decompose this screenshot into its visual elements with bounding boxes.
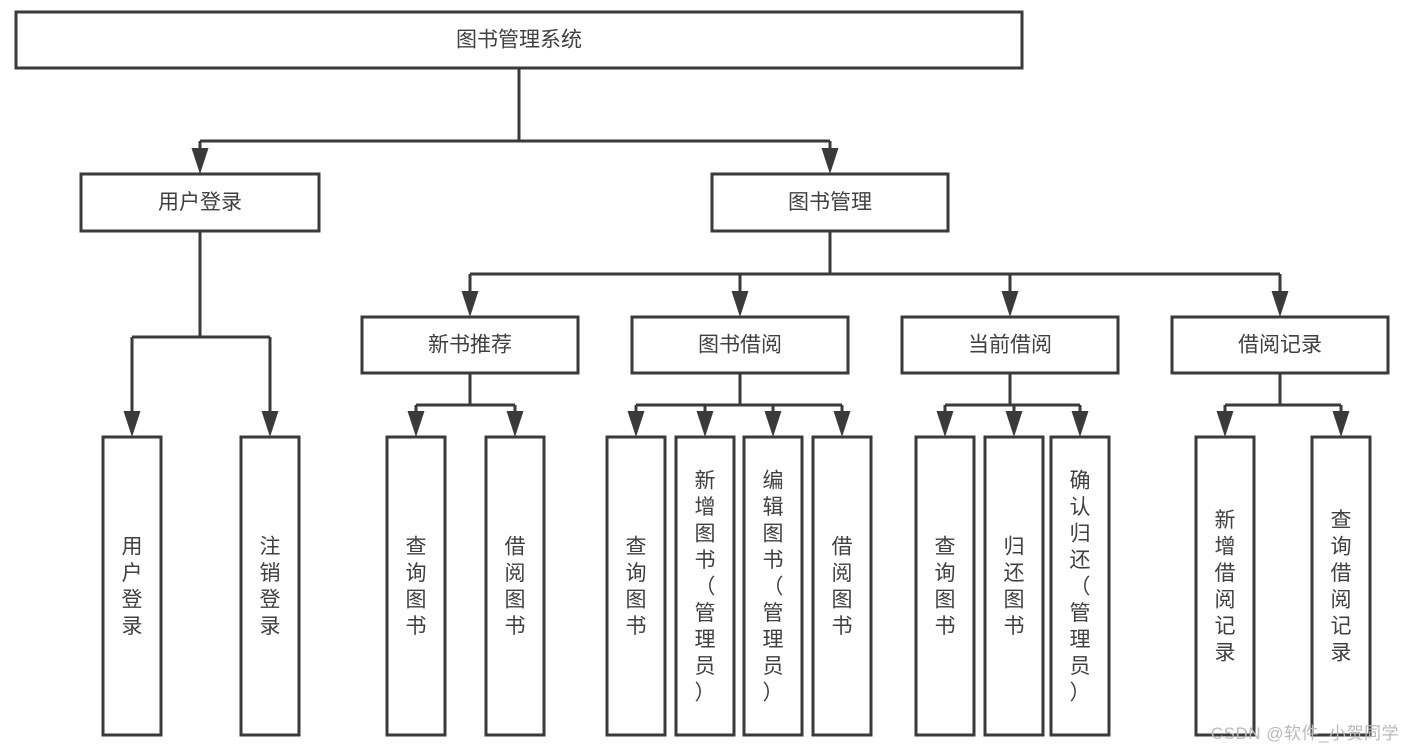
arrow-head-icon — [191, 148, 209, 174]
arrow-head-icon — [1271, 291, 1289, 317]
node-leaf-query-record[interactable]: 查询借阅记录 — [1310, 435, 1372, 737]
node-box[interactable] — [1170, 315, 1390, 375]
connector-group-root-to-level1 — [191, 68, 839, 174]
node-label: 编辑图书（管理员） — [763, 469, 784, 704]
node-box[interactable] — [710, 172, 950, 233]
node-leaf-add-book[interactable]: 新增图书（管理员） — [674, 435, 736, 737]
node-leaf-confirm-return[interactable]: 确认归还（管理员） — [1049, 435, 1111, 737]
node-label: 确认归还（管理员） — [1070, 469, 1091, 704]
node-book-borrow[interactable]: 图书借阅 — [630, 315, 850, 375]
connector-group-newbook-to-leaves — [407, 373, 524, 437]
node-label: 用户登录 — [158, 191, 242, 214]
node-box[interactable] — [630, 315, 850, 375]
arrow-head-icon — [123, 411, 141, 437]
node-book-manage[interactable]: 图书管理 — [710, 172, 950, 233]
node-box[interactable] — [360, 315, 580, 375]
node-label: 当前借阅 — [968, 334, 1052, 357]
arrow-head-icon — [627, 411, 645, 437]
arrow-head-icon — [833, 411, 851, 437]
arrow-head-icon — [1005, 411, 1023, 437]
arrow-head-icon — [731, 291, 749, 317]
node-borrow-record[interactable]: 借阅记录 — [1170, 315, 1390, 375]
node-box[interactable] — [900, 315, 1120, 375]
node-label: 借阅记录 — [1238, 334, 1322, 357]
arrow-head-icon — [696, 411, 714, 437]
node-label: 注销登录 — [260, 536, 281, 639]
arrow-head-icon — [461, 291, 479, 317]
node-box[interactable] — [914, 435, 976, 737]
arrow-head-icon — [1216, 411, 1234, 437]
node-box[interactable] — [811, 435, 873, 737]
node-box[interactable] — [1194, 435, 1256, 737]
node-label: 查询图书 — [935, 536, 956, 639]
connector-group-bookmanage-to-level2 — [461, 231, 1289, 317]
arrow-head-icon — [821, 148, 839, 174]
node-new-book-rec[interactable]: 新书推荐 — [360, 315, 580, 375]
node-label: 图书管理 — [788, 191, 872, 214]
node-leaf-query-book-2[interactable]: 查询图书 — [605, 435, 667, 737]
arrow-head-icon — [261, 411, 279, 437]
node-current-borrow[interactable]: 当前借阅 — [900, 315, 1120, 375]
connector-group-userlogin-to-leaves — [123, 231, 279, 437]
node-label: 查询图书 — [406, 536, 427, 639]
node-label: 借阅图书 — [832, 536, 853, 639]
node-box[interactable] — [101, 435, 163, 737]
node-leaf-edit-book[interactable]: 编辑图书（管理员） — [742, 435, 804, 737]
node-label: 归还图书 — [1004, 536, 1025, 639]
arrow-head-icon — [1071, 411, 1089, 437]
node-box[interactable] — [983, 435, 1045, 737]
node-label: 图书管理系统 — [456, 29, 582, 52]
node-label: 查询图书 — [626, 536, 647, 639]
node-label: 图书借阅 — [698, 334, 782, 357]
node-leaf-query-book-3[interactable]: 查询图书 — [914, 435, 976, 737]
node-label: 新书推荐 — [428, 334, 512, 357]
node-box[interactable] — [79, 172, 321, 233]
node-box[interactable] — [742, 435, 804, 737]
connector-layer — [123, 68, 1350, 437]
node-box[interactable] — [674, 435, 736, 737]
watermark-text: CSDN @软件_小贺同学 — [1210, 724, 1399, 743]
node-box[interactable] — [1310, 435, 1372, 737]
node-leaf-borrow-book-2[interactable]: 借阅图书 — [811, 435, 873, 737]
arrow-head-icon — [407, 411, 425, 437]
node-label: 新增借阅记录 — [1215, 509, 1236, 665]
node-box[interactable] — [14, 10, 1024, 70]
node-box[interactable] — [239, 435, 301, 737]
connector-group-bookborrow-to-leaves — [627, 373, 851, 437]
arrow-head-icon — [764, 411, 782, 437]
connector-group-currentborrow-to-leaves — [936, 373, 1089, 437]
node-leaf-borrow-book-1[interactable]: 借阅图书 — [484, 435, 546, 737]
node-label: 借阅图书 — [505, 536, 526, 639]
node-leaf-add-record[interactable]: 新增借阅记录 — [1194, 435, 1256, 737]
node-leaf-user-login[interactable]: 用户登录 — [101, 435, 163, 737]
arrow-head-icon — [1001, 291, 1019, 317]
node-user-login[interactable]: 用户登录 — [79, 172, 321, 233]
node-box[interactable] — [605, 435, 667, 737]
node-layer: 图书管理系统用户登录图书管理新书推荐图书借阅当前借阅借阅记录用户登录注销登录查询… — [14, 10, 1390, 737]
node-root[interactable]: 图书管理系统 — [14, 10, 1024, 70]
node-label: 查询借阅记录 — [1331, 509, 1352, 665]
arrow-head-icon — [936, 411, 954, 437]
node-leaf-user-logout[interactable]: 注销登录 — [239, 435, 301, 737]
node-leaf-query-book-1[interactable]: 查询图书 — [385, 435, 447, 737]
arrow-head-icon — [506, 411, 524, 437]
arrow-head-icon — [1332, 411, 1350, 437]
node-leaf-return-book[interactable]: 归还图书 — [983, 435, 1045, 737]
node-label: 新增图书（管理员） — [695, 469, 716, 704]
node-box[interactable] — [484, 435, 546, 737]
node-box[interactable] — [385, 435, 447, 737]
node-box[interactable] — [1049, 435, 1111, 737]
connector-group-borrowrecord-to-leaves — [1216, 373, 1350, 437]
node-label: 用户登录 — [122, 536, 143, 639]
